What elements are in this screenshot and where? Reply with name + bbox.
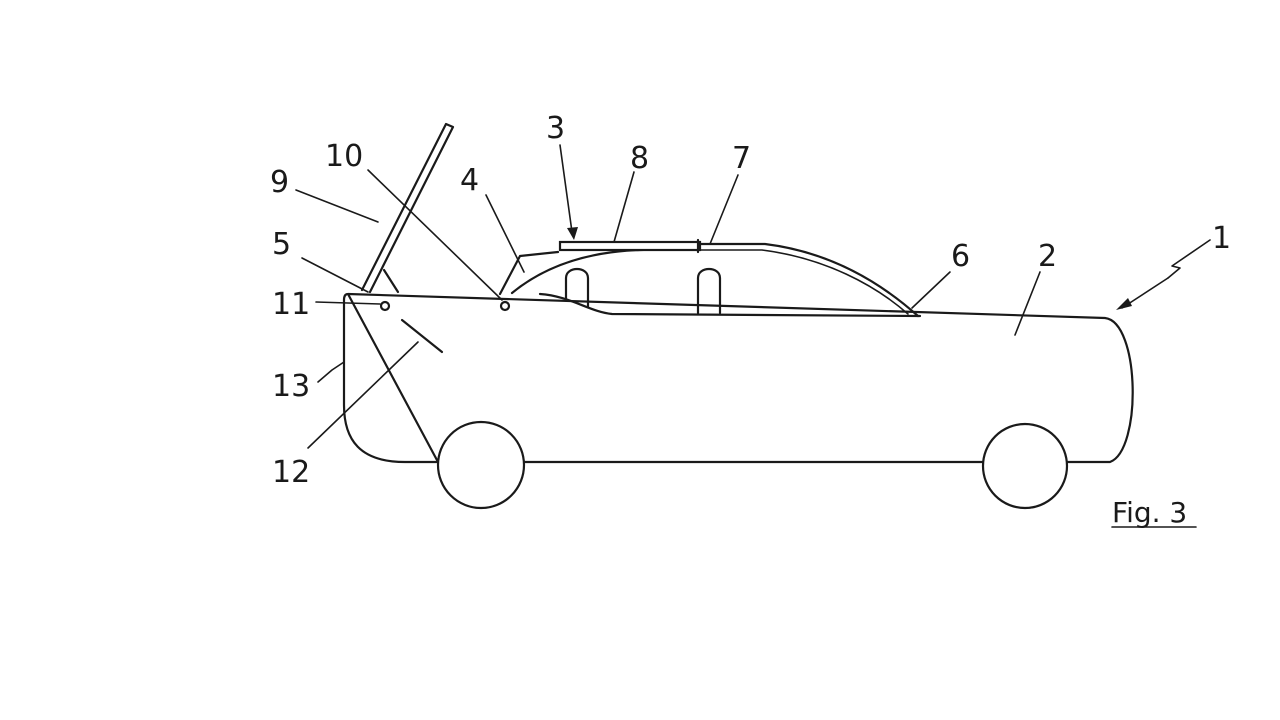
label-13: 13 (272, 369, 310, 404)
leader-2 (1014, 271, 1041, 336)
leader-7 (709, 174, 739, 245)
label-1: 1 (1212, 221, 1231, 256)
label-10: 10 (325, 139, 363, 174)
label-2: 2 (1038, 239, 1057, 274)
label-12: 12 (272, 455, 310, 490)
front-headrest (564, 267, 590, 309)
rear-wheel (981, 422, 1069, 510)
component-12-bar (400, 318, 444, 354)
label-9: 9 (270, 165, 289, 200)
rear-headrest (696, 267, 722, 315)
front-wheel (436, 420, 526, 510)
leader-1-arrowhead (1116, 298, 1132, 310)
leader-13 (317, 361, 345, 383)
figure-caption: Fig. 3 (1112, 496, 1187, 529)
raised-lid (360, 122, 455, 294)
label-7: 7 (732, 141, 751, 176)
roof-panel (558, 240, 702, 252)
label-8: 8 (630, 141, 649, 176)
roof-rear-curve (698, 242, 920, 318)
leader-9 (295, 189, 379, 223)
leader-8 (613, 171, 635, 243)
windshield-frame (498, 250, 560, 296)
leader-12 (307, 341, 419, 449)
belt-line (538, 292, 922, 318)
leader-1-zigzag (1167, 239, 1211, 279)
leader-6 (911, 271, 951, 309)
leader-10 (367, 169, 503, 301)
leader-3-arrowhead (567, 227, 578, 240)
leader-4 (485, 194, 525, 273)
leader-5 (301, 257, 369, 293)
label-6: 6 (951, 239, 970, 274)
label-11: 11 (272, 287, 310, 322)
leader-3 (559, 144, 573, 233)
label-4: 4 (460, 163, 479, 198)
roof-inner-curve (699, 249, 909, 315)
pivot-point-10 (499, 300, 511, 312)
leader-11 (315, 301, 381, 305)
label-3: 3 (546, 111, 565, 146)
vehicle-body (342, 292, 1134, 464)
label-5: 5 (272, 227, 291, 262)
lid-strut (382, 268, 400, 294)
pivot-point-11 (379, 300, 391, 312)
